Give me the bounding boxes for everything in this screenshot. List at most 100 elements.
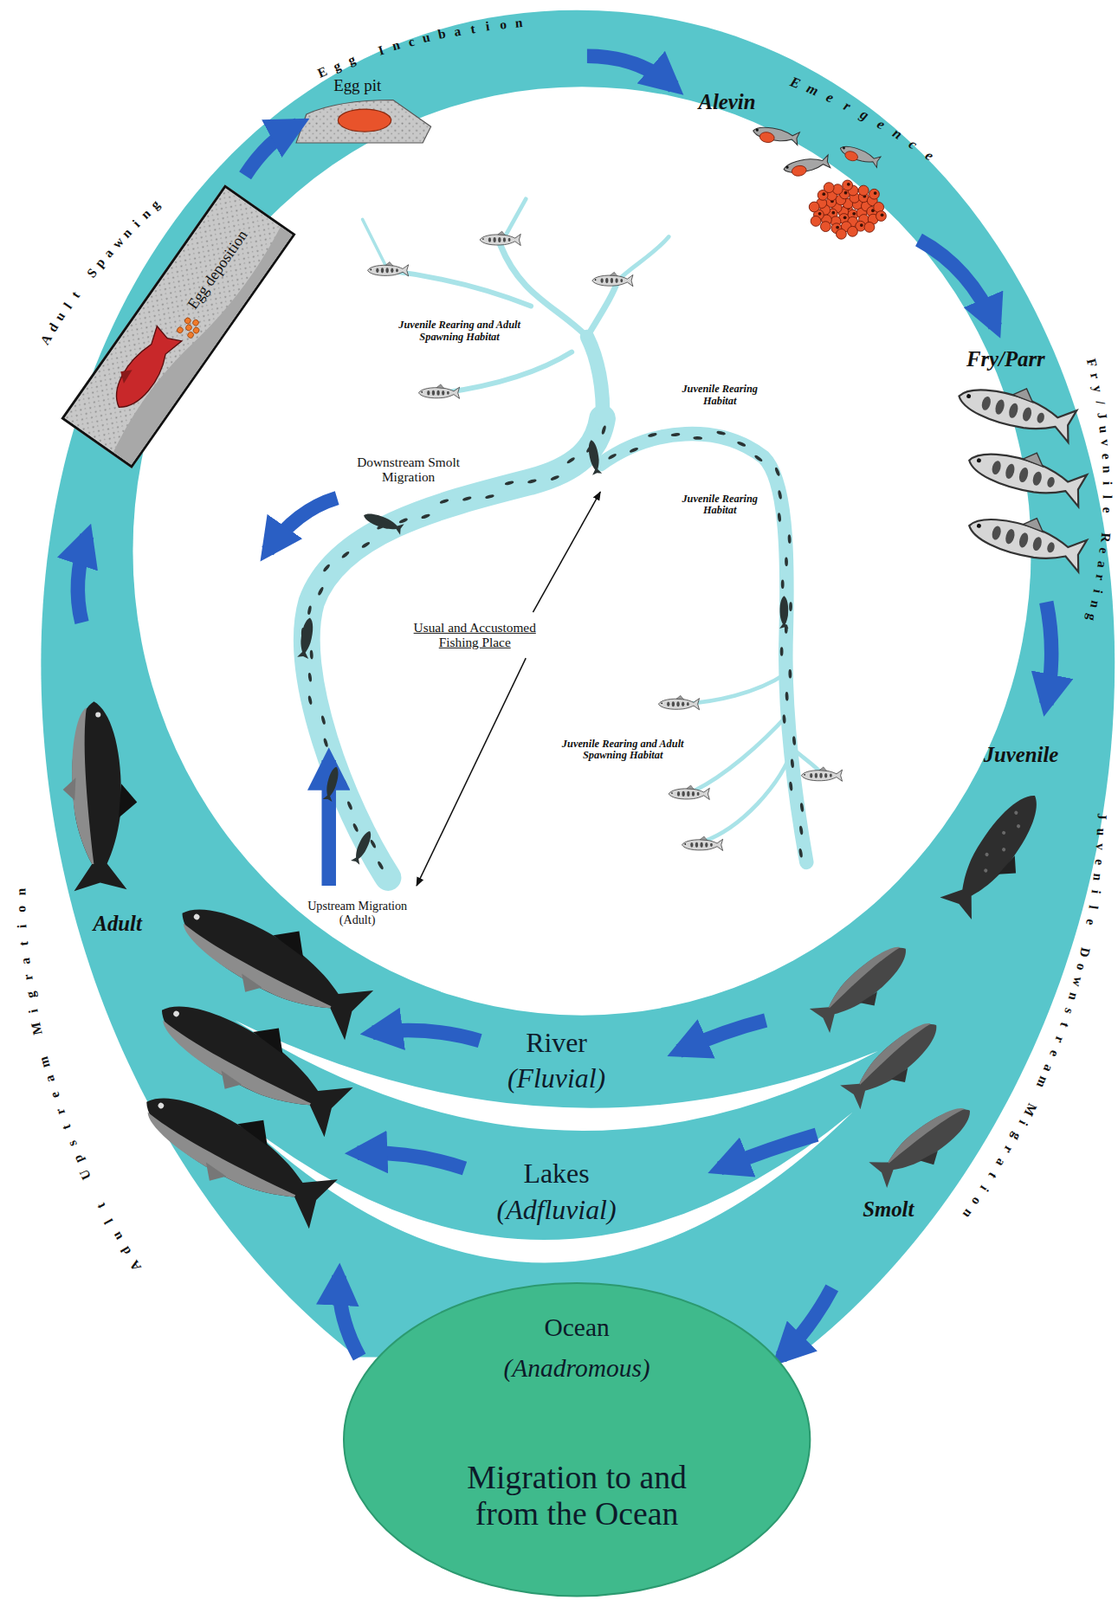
ring-letter: A <box>126 1258 143 1274</box>
egg <box>858 185 869 196</box>
band-label: Migration to and from the Ocean <box>439 1459 715 1533</box>
habitat-label: Juvenile Rearing Habitat <box>671 493 769 518</box>
channel-fish <box>307 672 312 683</box>
egg <box>842 180 854 191</box>
channel-fish <box>784 691 789 702</box>
cycle-arrow <box>719 1135 817 1170</box>
egg <box>185 323 194 333</box>
channel-fish <box>774 466 781 477</box>
alevin-fish <box>782 155 831 179</box>
channel-fish <box>647 432 658 438</box>
channel-fish <box>549 474 560 482</box>
ring-letter: m <box>36 1054 52 1069</box>
egg-eye <box>846 182 851 187</box>
ring-letter: i <box>978 1183 992 1195</box>
redd-gravel <box>109 219 292 466</box>
channel-fish <box>781 579 785 589</box>
ring-letter: l <box>1100 495 1114 499</box>
ring-letter: M <box>1021 1101 1040 1119</box>
channel-fish <box>306 605 312 615</box>
ring-letter: l <box>61 299 75 311</box>
channel-fish <box>376 860 385 871</box>
egg-eye <box>873 191 878 195</box>
ring-letter: t <box>986 1170 1001 1182</box>
egg-pit-drawing <box>296 100 432 144</box>
stage-label: Juvenile <box>983 743 1060 769</box>
spawning-fish <box>105 323 183 416</box>
ring-letter: m <box>1034 1074 1052 1091</box>
egg <box>836 228 847 240</box>
parr-fish <box>418 384 459 400</box>
ring-letter: l <box>1086 904 1101 912</box>
dot-fish <box>586 439 602 475</box>
ring-letter <box>1081 934 1096 941</box>
ring-letter: e <box>1084 917 1099 926</box>
ring-letter: M <box>28 1021 45 1036</box>
egg <box>842 180 854 191</box>
river-network <box>444 352 572 394</box>
ring-letter: n <box>1091 872 1106 882</box>
egg-eye <box>835 226 840 230</box>
ring-letter: g <box>345 52 357 68</box>
ring-letter: e <box>1046 1048 1062 1060</box>
cycle-arrow <box>357 1153 466 1170</box>
river-network <box>694 714 789 791</box>
spawning-fish <box>116 365 134 385</box>
channel-fish <box>777 490 783 500</box>
parr-fish <box>964 502 1089 573</box>
dot-fish <box>323 765 342 802</box>
channel-fish <box>671 432 681 438</box>
channel-fish <box>504 480 514 486</box>
egg-eye <box>831 211 835 215</box>
channel-fish <box>316 586 324 596</box>
egg-cluster <box>808 180 886 240</box>
channel-fish <box>484 493 495 499</box>
channel-fish <box>309 650 313 660</box>
ring-letter: a <box>101 245 117 260</box>
egg <box>183 316 192 326</box>
cycle-arrow <box>267 497 337 551</box>
channel-fish <box>792 736 797 746</box>
egg <box>808 201 820 213</box>
river-network <box>306 418 602 878</box>
channel-fish <box>527 478 537 485</box>
ring-letter: v <box>1098 439 1113 447</box>
ring-letter: p <box>71 1153 86 1166</box>
dot-fish <box>350 829 375 866</box>
band-gap <box>234 1021 879 1131</box>
channel-fish <box>787 534 791 544</box>
ring-letter: a <box>1095 560 1110 569</box>
juv-fish <box>939 784 1059 925</box>
ring-letter: a <box>994 1156 1009 1170</box>
channel-fish <box>307 695 313 705</box>
channel-fish <box>628 446 639 454</box>
band-label: (Anadromous) <box>504 1353 651 1383</box>
ring-letter: n <box>119 225 135 240</box>
ring-letter <box>1029 1092 1044 1101</box>
egg <box>836 228 847 240</box>
egg <box>810 216 821 227</box>
egg <box>847 226 859 237</box>
channel-fish <box>323 737 330 748</box>
dot-fish <box>779 595 789 629</box>
channel-fish <box>799 802 804 813</box>
parr-fish <box>668 785 710 801</box>
parr-fish <box>592 271 634 287</box>
ring-letter: n <box>1100 465 1115 474</box>
channel-fish <box>784 556 789 567</box>
dot-fish <box>361 510 405 536</box>
egg <box>869 188 880 200</box>
ring-letter: e <box>1092 858 1107 866</box>
parr-fish <box>658 695 699 711</box>
adult-fish <box>59 700 141 892</box>
egg <box>847 226 859 237</box>
egg <box>823 182 834 194</box>
channel-fish <box>780 646 784 657</box>
river-network <box>587 280 618 337</box>
ring-letter: e <box>922 148 937 164</box>
ring-letter: J <box>1095 411 1110 421</box>
ring-letter: t <box>16 940 31 946</box>
channel-fish <box>439 498 449 505</box>
ring-letter: E <box>315 64 329 80</box>
river-network <box>702 744 795 842</box>
